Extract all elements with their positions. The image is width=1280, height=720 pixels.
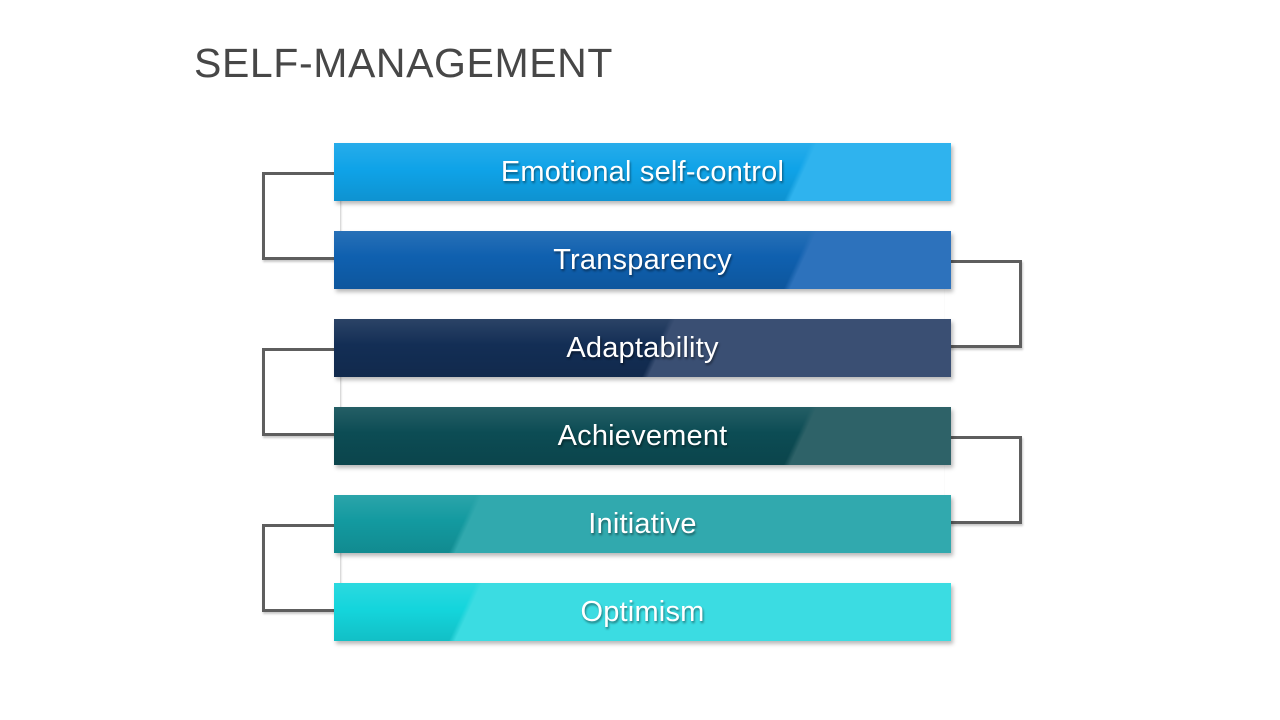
- competency-bar-adaptability[interactable]: Adaptability: [334, 319, 951, 377]
- bracket-achievement-initiative: [945, 436, 1022, 524]
- competency-bar-achievement[interactable]: Achievement: [334, 407, 951, 465]
- competency-bar-label: Transparency: [553, 243, 732, 276]
- bracket-initiative-optimism: [262, 524, 340, 612]
- competency-bar-initiative[interactable]: Initiative: [334, 495, 951, 553]
- competency-bar-label: Adaptability: [566, 331, 719, 364]
- page-title: SELF-MANAGEMENT: [194, 40, 614, 86]
- bracket-transparency-adaptability: [945, 260, 1022, 348]
- competency-bar-label: Emotional self-control: [500, 155, 785, 188]
- competency-bar-emotional-self-control[interactable]: Emotional self-control: [334, 143, 951, 201]
- bracket-adaptability-achievement: [262, 348, 340, 436]
- competency-bar-label: Initiative: [588, 507, 697, 540]
- competency-bar-transparency[interactable]: Transparency: [334, 231, 951, 289]
- competency-bar-label: Optimism: [580, 595, 705, 628]
- competency-bar-label: Achievement: [557, 419, 728, 452]
- competency-bar-optimism[interactable]: Optimism: [334, 583, 951, 641]
- bracket-emotional-transparency: [262, 172, 340, 260]
